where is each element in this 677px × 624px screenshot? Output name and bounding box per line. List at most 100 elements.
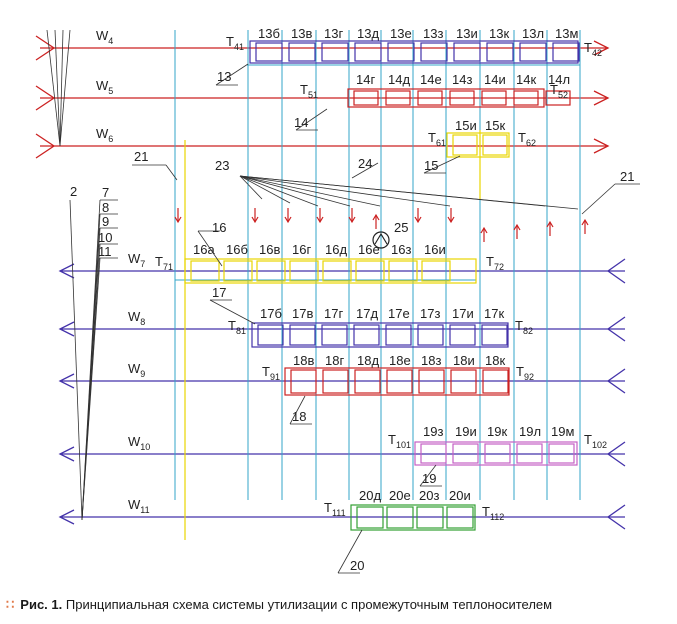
exchanger-label-16-1: 16б [226, 242, 248, 257]
exchanger-label-19-2: 19к [487, 424, 507, 439]
temp-label-T52: T52 [550, 82, 568, 100]
hot-stream-inlet-5 [35, 85, 56, 111]
exchanger-label-16-4: 16д [325, 242, 347, 257]
callout-23-fan-3 [239, 175, 351, 207]
callout-10: 10 [98, 230, 112, 245]
temp-label-T51: T51 [300, 82, 318, 100]
cold-stream-arrow-9 [58, 373, 75, 389]
callout-23-fan-7 [239, 175, 579, 210]
cold-stream-label-11: W11 [128, 497, 150, 515]
exchanger-label-13-2: 13г [324, 26, 343, 41]
temp-label-T101: T101 [388, 432, 411, 450]
temp-label-T102: T102 [584, 432, 607, 450]
exchanger-cell-16-5 [355, 260, 385, 282]
exchanger-label-14-0: 14г [356, 72, 375, 87]
temp-label-T81: T81 [228, 318, 246, 336]
callout-21-right-leader [581, 183, 616, 215]
exchanger-cell-18-1 [322, 369, 349, 394]
hot-bundle-fan-line-0 [46, 29, 61, 147]
exchanger-cell-19-1 [452, 443, 479, 464]
exchanger-cell-14-2 [417, 90, 443, 106]
exchanger-label-19-1: 19и [455, 424, 477, 439]
exchanger-label-14-1: 14д [388, 72, 410, 87]
exchanger-cell-17-1 [289, 324, 316, 346]
pump-icon [372, 231, 390, 249]
coolant-down-arrow-3-head [316, 216, 324, 224]
exchanger-label-13-3: 13д [357, 26, 379, 41]
exchanger-cell-20-1 [386, 506, 414, 529]
exchanger-label-17-7: 17к [484, 306, 504, 321]
exchanger-cell-13-0 [255, 42, 283, 62]
exchanger-cell-17-0 [257, 324, 284, 346]
exchanger-label-14-6: 14л [548, 72, 570, 87]
exchanger-cell-19-4 [548, 443, 575, 464]
exchanger-label-20-3: 20и [449, 488, 471, 503]
exchanger-cell-16-2 [256, 260, 286, 282]
callout-18-leader [289, 395, 306, 425]
callout-19: 19 [422, 471, 436, 486]
exchanger-label-20-2: 20з [419, 488, 439, 503]
exchanger-label-17-4: 17е [388, 306, 410, 321]
exchanger-group-16 [184, 258, 477, 284]
exchanger-cell-17-6 [449, 324, 476, 346]
exchanger-label-18-5: 18и [453, 353, 475, 368]
exchanger-cell-19-2 [484, 443, 511, 464]
exchanger-label-17-1: 17в [292, 306, 313, 321]
temp-label-T92: T92 [516, 364, 534, 382]
callout-13-leader [215, 63, 249, 86]
exchanger-label-14-3: 14з [452, 72, 472, 87]
exchanger-label-18-6: 18к [485, 353, 505, 368]
exchanger-label-13-8: 13л [522, 26, 544, 41]
exchanger-cell-16-3 [289, 260, 319, 282]
exchanger-label-15-0: 15и [455, 118, 477, 133]
temp-label-T91: T91 [262, 364, 280, 382]
callout-23-fan-5 [239, 175, 451, 207]
cold-bundle-fan-line-5 [81, 257, 101, 521]
exchanger-cell-14-4 [481, 90, 507, 106]
callout-11: 11 [98, 244, 112, 259]
hot-stream-arrow-4 [593, 40, 610, 56]
exchanger-label-17-5: 17з [420, 306, 440, 321]
cold-bundle-fan-line-0 [69, 199, 83, 521]
temp-label-T41: T41 [226, 34, 244, 52]
coolant-up-arrow-0-head [372, 213, 380, 221]
exchanger-cell-13-7 [486, 42, 514, 62]
temp-label-T112: T112 [482, 504, 504, 522]
coolant-up-arrow-2-head [513, 223, 521, 231]
cold-stream-arrow-8 [58, 321, 75, 337]
exchanger-cell-20-2 [416, 506, 444, 529]
exchanger-cell-18-5 [450, 369, 477, 394]
exchanger-label-15-1: 15к [485, 118, 505, 133]
temp-label-T62: T62 [518, 130, 536, 148]
hot-stream-label-5: W5 [96, 78, 113, 96]
exchanger-label-19-4: 19м [551, 424, 574, 439]
callout-17-leader [209, 299, 256, 325]
temp-label-T61: T61 [428, 130, 446, 148]
exchanger-cell-13-3 [354, 42, 382, 62]
exchanger-label-16-2: 16в [259, 242, 280, 257]
exchanger-cell-17-5 [417, 324, 444, 346]
callout-8: 8 [102, 200, 109, 215]
exchanger-group-20 [350, 504, 476, 531]
coolant-down-arrow-2-head [284, 216, 292, 224]
exchanger-cell-13-1 [288, 42, 316, 62]
exchanger-label-13-7: 13к [489, 26, 509, 41]
cold-stream-inlet-10 [606, 441, 626, 467]
coolant-up-arrow-4-head [581, 218, 589, 226]
hot-bundle-fan-line-3 [59, 29, 71, 147]
cold-stream-inlet-7 [606, 258, 626, 284]
callout-23-fan-4 [239, 175, 381, 207]
temp-label-T42: T42 [584, 40, 602, 58]
exchanger-label-20-0: 20д [359, 488, 381, 503]
exchanger-cell-17-7 [481, 324, 508, 346]
callout-7: 7 [102, 185, 109, 200]
cold-stream-label-9: W9 [128, 361, 145, 379]
exchanger-group-19 [414, 441, 578, 466]
exchanger-cell-14-0 [353, 90, 379, 106]
hot-bundle-fan-line-1 [54, 29, 61, 147]
callout-16: 16 [212, 220, 226, 235]
temp-label-T72: T72 [486, 254, 504, 272]
exchanger-label-13-6: 13и [456, 26, 478, 41]
temp-label-T71: T71 [155, 254, 173, 272]
exchanger-cell-20-0 [356, 506, 384, 529]
